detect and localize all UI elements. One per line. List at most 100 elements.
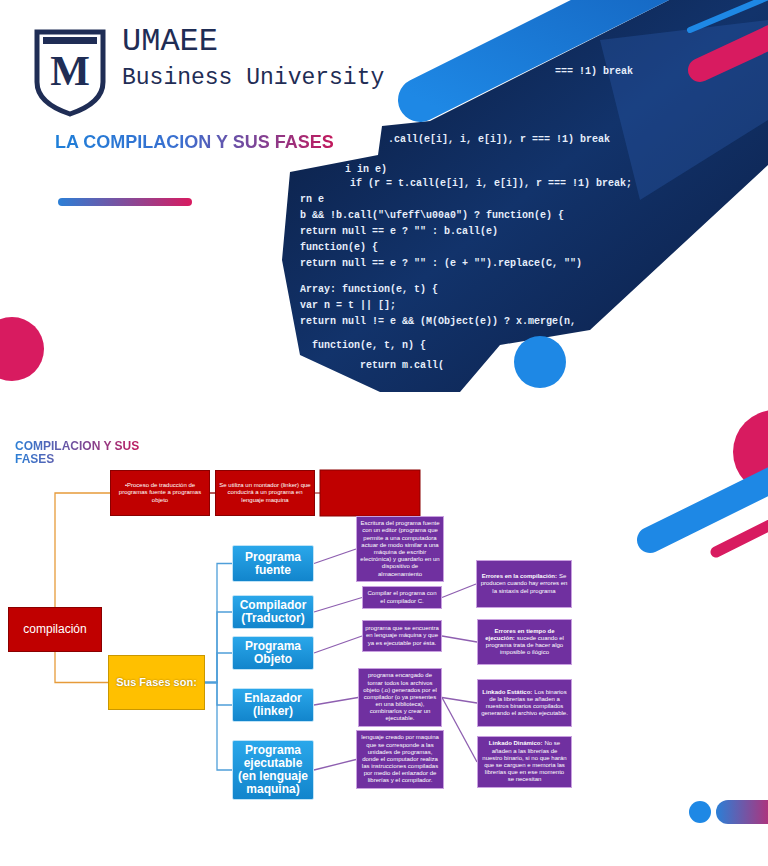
phase-box: Programa ejecutable (en lenguaje maquina… <box>232 740 314 800</box>
logo-bar <box>43 37 97 44</box>
box-text: Compilador (Traductor) <box>235 599 311 625</box>
connector <box>205 683 232 706</box>
box-body: Linkado Estático:Los binarios de la libr… <box>481 689 568 718</box>
connector <box>205 612 232 683</box>
blue-circle <box>514 336 566 388</box>
description-box: programa encargado de tomar todos los ar… <box>358 668 442 727</box>
box-body: •Proceso de traducción de programas fuen… <box>114 482 206 504</box>
code-line: b && !b.call("\ufeff\u00a0") ? function(… <box>300 210 564 222</box>
box-text: •Proceso de traducción de programas fuen… <box>114 482 206 504</box>
box-body: Errores en la compilación:Se producen cu… <box>480 573 568 595</box>
box-body: Sus Fases son: <box>111 676 202 689</box>
pink-stripe <box>716 510 768 552</box>
pink-half-circle <box>0 317 44 381</box>
detail-box: Linkado Estático:Los binarios de la libr… <box>477 679 572 727</box>
definition-box: •Proceso de traducción de programas fuen… <box>110 470 210 516</box>
detail-box: Errores en la compilación:Se producen cu… <box>476 560 572 608</box>
code-line: return null == e ? "" : b.call(e) <box>300 226 498 238</box>
box-body: compilación <box>11 622 99 636</box>
connector <box>314 598 362 613</box>
box-text: compilación <box>11 622 99 636</box>
brand-tagline: Business University <box>122 64 384 92</box>
connector <box>314 549 356 564</box>
code-line: function(e) { <box>300 242 378 254</box>
box-text: programa que se encuentra en lenguaje má… <box>365 625 439 647</box>
description-box: lenguaje creado por maquina que se corre… <box>356 730 444 789</box>
box-body: Programa fuente <box>235 551 311 577</box>
brand-name: UMAEE <box>122 24 218 60</box>
connector <box>55 652 108 683</box>
logo-letter: M <box>45 50 95 92</box>
box-body: Escritura del programa fuente con un edi… <box>359 520 441 578</box>
box-body: lenguaje creado por maquina que se corre… <box>359 734 441 784</box>
box-heading: Errores en la compilación: <box>482 573 557 579</box>
box-body: Errores en tiempo de ejecución:sucede cu… <box>481 628 568 657</box>
code-line: return m.call( <box>360 360 444 372</box>
box-text: Enlazador (linker) <box>235 692 311 718</box>
phases-box: Sus Fases son: <box>108 655 205 710</box>
box-text: Compilar el programa con el compilador C… <box>365 590 439 604</box>
title-underline <box>58 198 192 206</box>
code-line: Array: function(e, t) { <box>300 284 438 296</box>
code-line: if (r = t.call(e[i], i, e[i]), r === !1)… <box>350 178 632 190</box>
blue-stripe <box>690 0 768 30</box>
box-body: Compilador (Traductor) <box>235 599 311 625</box>
connector <box>205 653 232 683</box>
code-line: .call(e[i], i, e[i]), r === !1) break <box>388 134 610 146</box>
box-heading: Linkado Estático: <box>482 689 532 695</box>
box-body: programa encargado de tomar todos los ar… <box>361 672 439 722</box>
box-text: programa encargado de tomar todos los ar… <box>361 672 439 722</box>
logo-shield <box>37 32 103 114</box>
code-line: var n = t || []; <box>300 300 396 312</box>
description-box: programa que se encuentra en lenguaje má… <box>362 620 442 652</box>
connector <box>314 760 356 771</box>
box-text: Programa ejecutable (en lenguaje maquina… <box>235 744 311 796</box>
box-text: Programa fuente <box>235 551 311 577</box>
code-line: function(e, t, n) { <box>312 340 426 352</box>
box-text: Programa Objeto <box>235 640 311 666</box>
box-text: lenguaje creado por maquina que se corre… <box>359 734 441 784</box>
box-body: Compilar el programa con el compilador C… <box>365 590 439 604</box>
page-title: LA COMPILACION Y SUS FASES <box>55 131 334 153</box>
blue-dot <box>689 801 711 823</box>
box-text: Sus Fases son: <box>111 676 202 689</box>
box-text: Se utiliza un montador (linker) que cond… <box>219 482 311 504</box>
box-body: programa que se encuentra en lenguaje má… <box>365 625 439 647</box>
phase-box: Enlazador (linker) <box>232 688 314 722</box>
gradient-pill <box>716 800 768 824</box>
detail-box: Linkado Dinámico:No se añaden a las libr… <box>477 736 572 788</box>
section-title: COMPILACION Y SUS FASES <box>15 440 143 466</box>
empty-box-link <box>315 493 320 494</box>
code-line: return null == e ? "" : (e + "").replace… <box>300 258 582 270</box>
code-line: i in e) <box>345 164 387 176</box>
root-box: compilación <box>8 607 102 652</box>
code-line: === !1) break <box>555 66 633 78</box>
connector <box>314 698 358 706</box>
definition-box: Se utiliza un montador (linker) que cond… <box>215 470 315 516</box>
phase-box: Compilador (Traductor) <box>232 595 314 629</box>
description-box: Escritura del programa fuente con un edi… <box>356 516 444 582</box>
detail-box: Errores en tiempo de ejecución:sucede cu… <box>477 619 572 665</box>
connector <box>205 564 232 683</box>
connector <box>442 636 477 642</box>
connector <box>442 584 476 598</box>
box-body: Programa Objeto <box>235 640 311 666</box>
phase-box: Programa Objeto <box>232 636 314 670</box>
connector <box>205 683 232 771</box>
phase-box: Programa fuente <box>232 545 314 582</box>
box-body: Enlazador (linker) <box>235 692 311 718</box>
box-body: Linkado Dinámico:No se añaden a las libr… <box>481 740 568 783</box>
box-body: Programa ejecutable (en lenguaje maquina… <box>235 744 311 796</box>
blue-band <box>420 0 680 100</box>
code-line: return null != e && (M(Object(e)) ? x.me… <box>300 316 576 328</box>
description-box: Compilar el programa con el compilador C… <box>362 586 442 609</box>
connector <box>55 493 110 607</box>
box-text: No se añaden a las librerías de nuestro … <box>482 740 566 782</box>
code-line: rn e <box>300 194 324 206</box>
box-heading: Linkado Dinámico: <box>489 740 543 746</box>
connector <box>442 698 477 763</box>
empty-box <box>320 470 420 516</box>
connector <box>442 698 477 704</box>
box-body: Se utiliza un montador (linker) que cond… <box>219 482 311 504</box>
